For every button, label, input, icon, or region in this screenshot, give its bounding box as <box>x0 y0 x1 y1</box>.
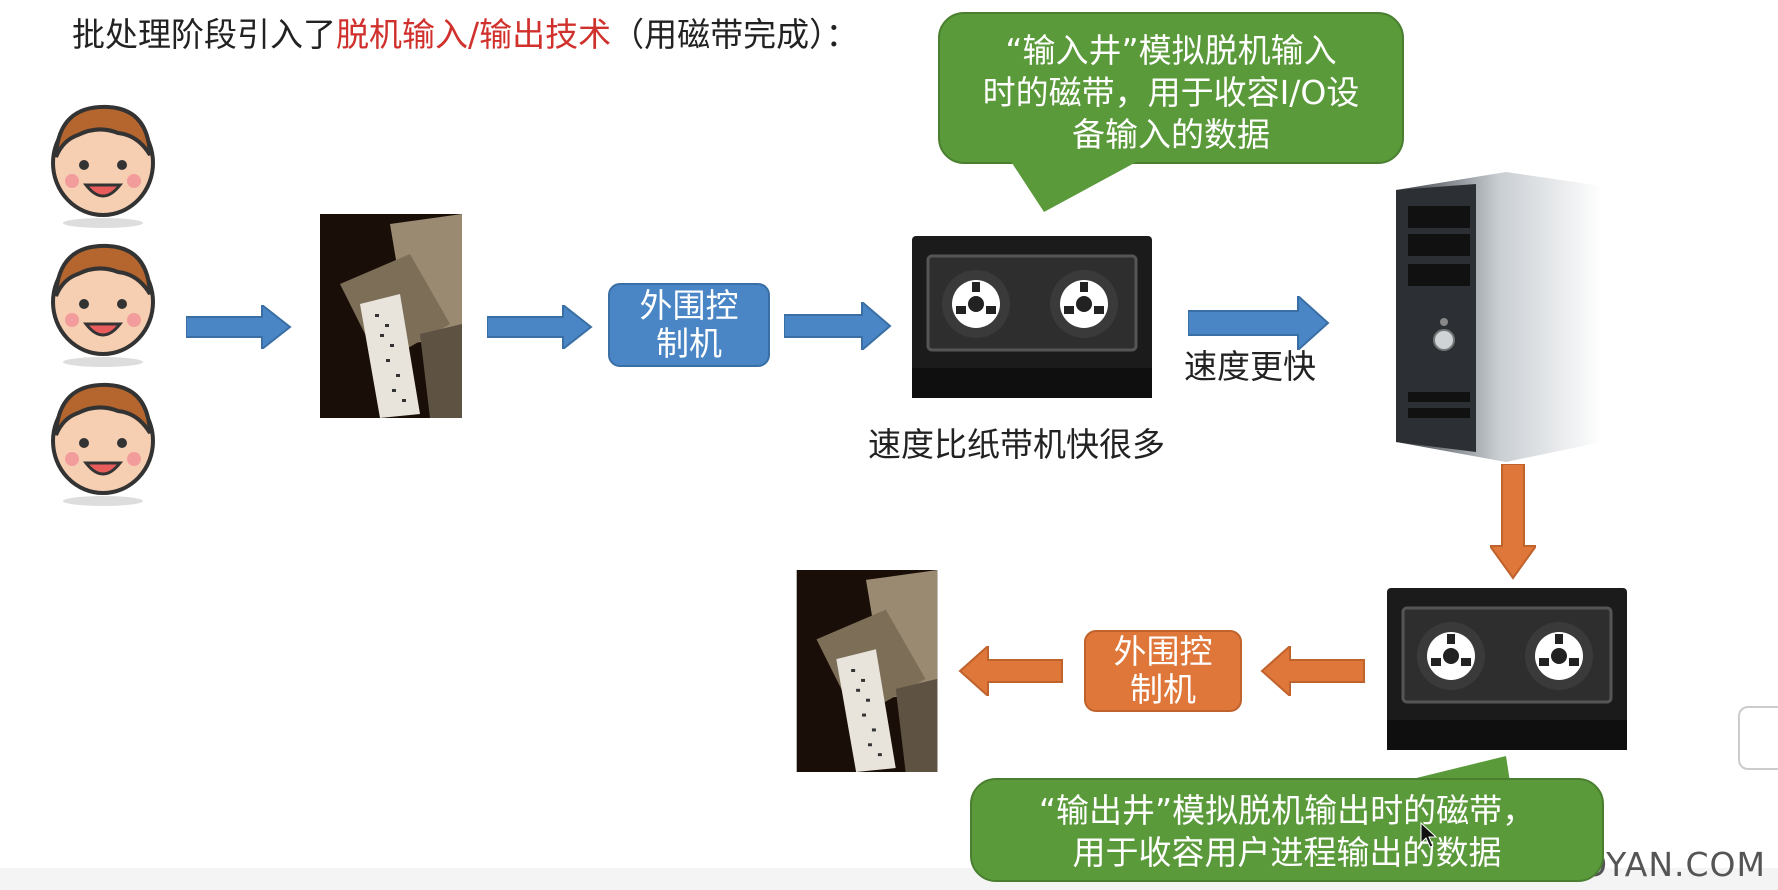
side-panel-tab[interactable] <box>1738 706 1778 770</box>
right-arrow-icon <box>186 305 292 349</box>
peripheral-controller-bottom: 外围控 制机 <box>1084 630 1242 712</box>
bubble-line: 用于收容用户进程输出的数据 <box>1072 833 1502 872</box>
mouse-cursor-icon <box>1420 822 1438 848</box>
right-arrow-icon <box>487 305 593 349</box>
bubble-tail <box>1400 756 1510 782</box>
title-suffix: （用磁带完成）： <box>611 15 859 54</box>
controller-label-line1: 外围控 <box>1113 632 1213 671</box>
right-arrow-icon <box>1188 296 1330 350</box>
user-face-icon <box>51 382 155 506</box>
bubble-tail <box>1010 160 1140 212</box>
magnetic-tape-icon <box>1387 588 1627 750</box>
output-well-bubble: “输出井”模拟脱机输出时的磁带， 用于收容用户进程输出的数据 <box>970 778 1604 882</box>
controller-label-line1: 外围控 <box>639 286 739 325</box>
left-arrow-icon <box>1260 646 1365 696</box>
input-well-bubble: “输入井”模拟脱机输入 时的磁带，用于收容I/O设 备输入的数据 <box>938 12 1404 164</box>
bubble-line: 备输入的数据 <box>1072 115 1270 154</box>
computer-tower-icon <box>1396 172 1602 462</box>
controller-label-line2: 制机 <box>656 324 722 363</box>
bubble-line: “输出井”模拟脱机输出时的磁带， <box>1038 791 1536 830</box>
paper-tape-machine-photo <box>320 214 462 418</box>
slide-title: 批处理阶段引入了脱机输入/输出技术（用磁带完成）： <box>72 8 859 56</box>
bubble-line: 时的磁带，用于收容I/O设 <box>982 73 1360 112</box>
user-face-icon <box>51 243 155 367</box>
peripheral-controller-top: 外围控 制机 <box>608 283 770 367</box>
left-arrow-icon <box>958 646 1063 696</box>
tape-speed-caption: 速度比纸带机快很多 <box>868 425 1165 464</box>
magnetic-tape-icon <box>912 236 1152 398</box>
title-highlight: 脱机输入/输出技术 <box>336 15 612 54</box>
bubble-line: “输入井”模拟脱机输入 <box>1005 31 1337 70</box>
controller-label-line2: 制机 <box>1130 670 1196 709</box>
right-arrow-icon <box>784 302 892 350</box>
paper-tape-machine-photo <box>796 570 938 772</box>
down-arrow-icon <box>1490 464 1536 580</box>
user-face-icon <box>51 104 155 228</box>
faster-caption: 速度更快 <box>1184 347 1316 386</box>
title-prefix: 批处理阶段引入了 <box>72 15 336 54</box>
